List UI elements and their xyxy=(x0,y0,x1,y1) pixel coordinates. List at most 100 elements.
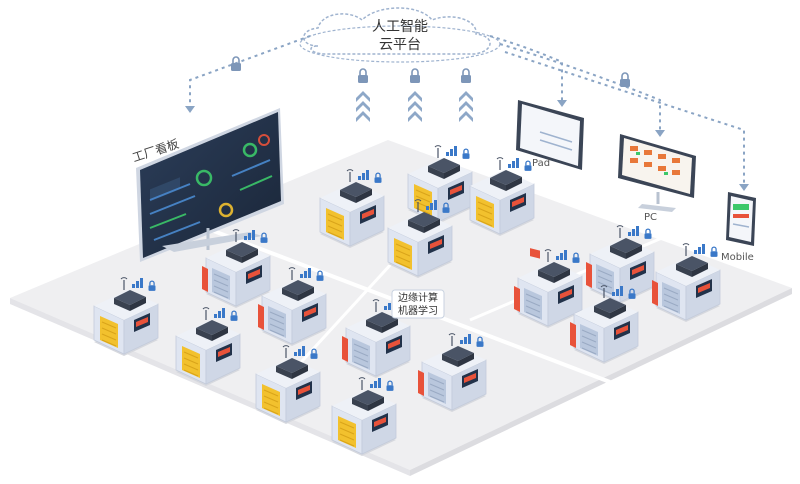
lock-icon xyxy=(230,310,238,321)
lock-icon xyxy=(462,148,470,159)
pc-label: PC xyxy=(644,212,657,223)
antenna-icon xyxy=(120,277,128,290)
lock-icon xyxy=(710,246,718,257)
lock-icon xyxy=(386,380,394,391)
machine-door xyxy=(524,288,542,320)
machine xyxy=(175,307,241,386)
chevron-up-icon xyxy=(459,111,473,122)
machine-head xyxy=(538,262,570,277)
machine-head xyxy=(428,158,460,173)
wifi-signal-icon xyxy=(214,308,225,318)
antenna-icon xyxy=(434,145,442,158)
machine-head xyxy=(490,170,522,185)
lock-icon xyxy=(644,228,652,239)
lock-icon xyxy=(619,72,631,88)
machine xyxy=(255,345,321,424)
machine-door xyxy=(338,416,356,448)
edge-label-line2: 机器学习 xyxy=(398,304,438,317)
wifi-signal-icon xyxy=(694,244,705,254)
chevron-up-icon xyxy=(356,111,370,122)
antenna-icon xyxy=(372,299,380,312)
wifi-signal-icon xyxy=(508,158,519,168)
lock-icon xyxy=(260,232,268,243)
wifi-signal-icon xyxy=(446,146,457,156)
machine-head xyxy=(340,182,372,197)
machine xyxy=(418,333,487,412)
chevron-up-icon xyxy=(356,101,370,112)
antenna-icon xyxy=(496,157,504,170)
machine-warning-panel xyxy=(258,304,264,330)
antenna-icon xyxy=(682,243,690,256)
edge-computing-badge xyxy=(391,289,445,319)
machine-warning-panel xyxy=(342,336,348,362)
wifi-signal-icon xyxy=(612,286,623,296)
machine-door xyxy=(428,372,446,404)
edge-label-line1: 边缘计算 xyxy=(398,291,438,304)
lock-icon xyxy=(230,56,242,72)
machine xyxy=(331,377,397,456)
wifi-signal-icon xyxy=(460,334,471,344)
mobile-device xyxy=(726,192,756,246)
machine-head xyxy=(226,242,258,257)
antenna-icon xyxy=(282,345,290,358)
machine-warning-panel xyxy=(652,280,658,306)
machine-door xyxy=(476,196,494,228)
antenna-icon xyxy=(358,377,366,390)
machine xyxy=(387,199,453,278)
machine xyxy=(570,285,639,364)
machine-door xyxy=(262,384,280,416)
antenna-icon xyxy=(346,169,354,182)
machine-head xyxy=(594,298,626,313)
lock-icon xyxy=(374,172,382,183)
lock-icon xyxy=(316,270,324,281)
machine-door xyxy=(100,316,118,348)
machine-warning-panel xyxy=(202,266,208,292)
machine xyxy=(202,229,271,308)
machine-warning-panel xyxy=(586,262,592,288)
machine-head xyxy=(442,346,474,361)
uplink-arrows xyxy=(356,68,473,122)
pc-device xyxy=(618,134,696,212)
machine-door xyxy=(662,282,680,314)
machine-warning-panel xyxy=(418,370,424,396)
machine-door xyxy=(182,346,200,378)
lock-icon xyxy=(310,348,318,359)
antenna-icon xyxy=(544,249,552,262)
chevron-up-icon xyxy=(459,101,473,112)
lock-icon xyxy=(572,252,580,263)
factory-dashboard-screen xyxy=(136,108,284,262)
wifi-signal-icon xyxy=(244,230,255,240)
wifi-signal-icon xyxy=(628,226,639,236)
machine xyxy=(514,249,583,328)
lock-icon xyxy=(442,202,450,213)
machine-head xyxy=(676,256,708,271)
wifi-signal-icon xyxy=(358,170,369,180)
cloud-links xyxy=(189,35,745,186)
machine-head xyxy=(114,290,146,305)
lock-icon xyxy=(476,336,484,347)
lock-icon xyxy=(409,68,421,84)
wifi-signal-icon xyxy=(132,278,143,288)
chevron-up-icon xyxy=(459,91,473,102)
machine-head xyxy=(282,280,314,295)
pad-label: Pad xyxy=(532,158,550,169)
machine-warning-panel xyxy=(570,322,576,348)
antenna-icon xyxy=(288,267,296,280)
machine-head xyxy=(352,390,384,405)
chevron-up-icon xyxy=(408,111,422,122)
antenna-icon xyxy=(616,225,624,238)
machine-door xyxy=(596,264,614,296)
machine xyxy=(652,243,721,322)
chevron-up-icon xyxy=(408,101,422,112)
machine xyxy=(93,277,159,356)
lock-icon xyxy=(628,288,636,299)
wifi-signal-icon xyxy=(426,200,437,210)
lock-icon xyxy=(148,280,156,291)
lock-icon xyxy=(460,68,472,84)
wifi-signal-icon xyxy=(556,250,567,260)
machine-door xyxy=(326,208,344,240)
chevron-up-icon xyxy=(356,91,370,102)
machine-head xyxy=(408,212,440,227)
link-arrowheads xyxy=(185,100,749,191)
